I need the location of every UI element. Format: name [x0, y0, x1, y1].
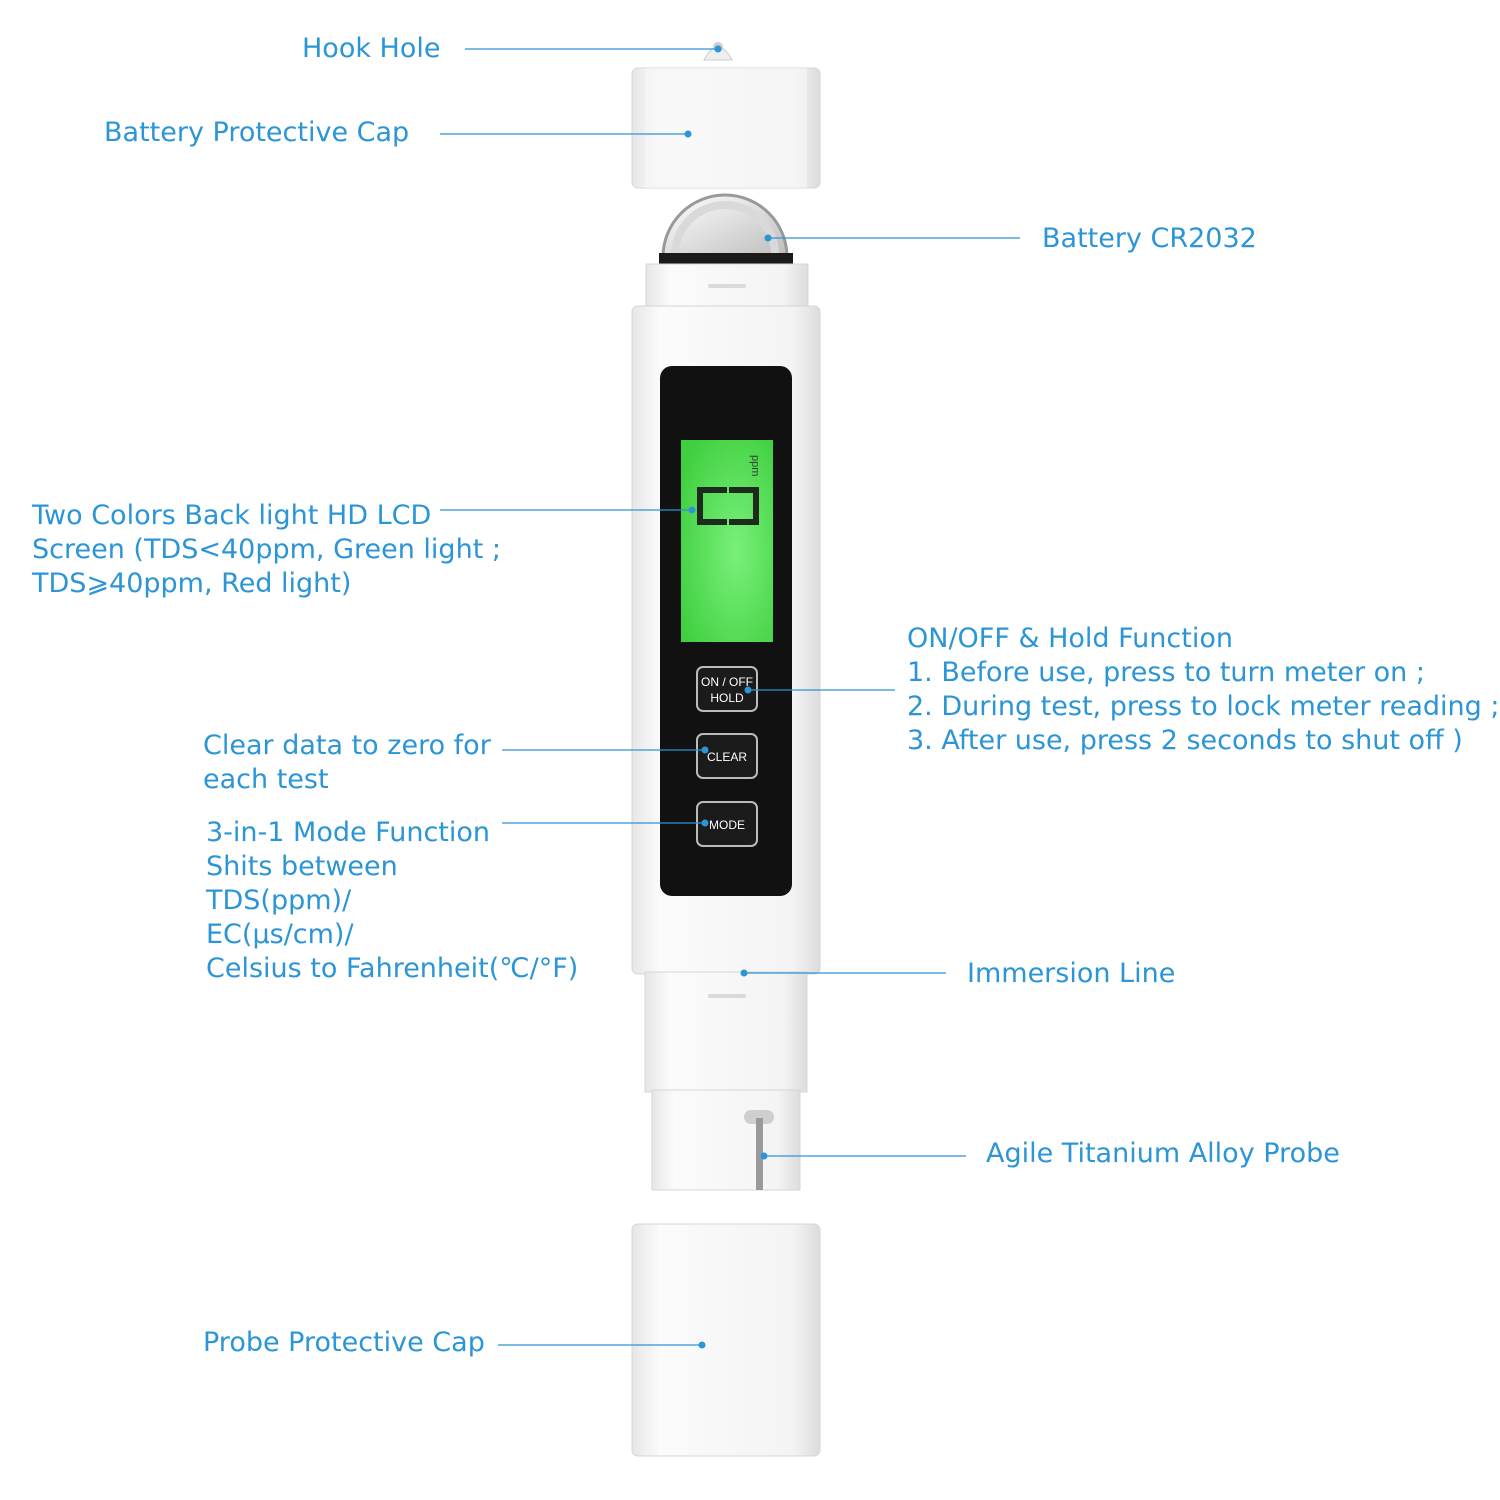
- lcd-label-line: TDS⩾40ppm, Red light): [32, 568, 352, 599]
- on-off-label-line: 1. Before use, press to turn meter on ;: [907, 657, 1425, 688]
- probe-protective-cap: [631, 1223, 821, 1457]
- mode-button[interactable]: MODE: [696, 801, 758, 847]
- lcd-label-line: Screen (TDS<40ppm, Green light ;: [32, 534, 501, 565]
- lcd-label-line: Two Colors Back light HD LCD: [32, 500, 432, 531]
- lower-neck: [644, 971, 808, 1093]
- on-off-label-line: 2. During test, press to lock meter read…: [907, 691, 1500, 722]
- battery-cap-label: Battery Protective Cap: [104, 117, 410, 148]
- clear-label-line: each test: [203, 764, 329, 795]
- immersion-line-label: Immersion Line: [967, 958, 1176, 989]
- clear-label: Clear data to zero for each test: [203, 729, 491, 797]
- svg-text:CLEAR: CLEAR: [707, 750, 747, 764]
- mode-label-line: EC(μs/cm)/: [206, 919, 354, 950]
- probe-cap-label: Probe Protective Cap: [203, 1327, 485, 1358]
- on-off-hold-button[interactable]: ON / OFF HOLD: [696, 666, 758, 712]
- mode-label-line: 3-in-1 Mode Function: [206, 817, 491, 848]
- svg-text:ON / OFF: ON / OFF: [701, 675, 753, 689]
- battery-cr2032: [659, 193, 793, 265]
- clear-label-line: Clear data to zero for: [203, 730, 491, 761]
- lcd-label: Two Colors Back light HD LCD Screen (TDS…: [32, 499, 501, 601]
- clear-button[interactable]: CLEAR: [696, 733, 758, 779]
- lcd-unit: ppm: [749, 455, 761, 476]
- meter-body: ppm ON / OFF HOLD CLEAR MODE: [631, 305, 821, 975]
- mode-label-line: TDS(ppm)/: [206, 885, 352, 916]
- hook-hole-label: Hook Hole: [302, 33, 441, 64]
- lcd-screen: [681, 440, 773, 642]
- svg-text:HOLD: HOLD: [710, 691, 744, 705]
- on-off-label-line: 3. After use, press 2 seconds to shut of…: [907, 725, 1463, 756]
- on-off-label: ON/OFF & Hold Function 1. Before use, pr…: [907, 622, 1499, 758]
- titanium-probe: [756, 1118, 763, 1190]
- probe-section: [651, 1089, 801, 1191]
- battery-protective-cap: [631, 42, 821, 189]
- lcd-digits: [697, 487, 759, 525]
- probe-label: Agile Titanium Alloy Probe: [986, 1138, 1340, 1169]
- mode-label-line: Shits between: [206, 851, 398, 882]
- mode-label-line: Celsius to Fahrenheit(℃/°F): [206, 953, 579, 984]
- battery-label: Battery CR2032: [1042, 223, 1257, 254]
- leader-lines: [440, 45, 1020, 1349]
- on-off-label-line: ON/OFF & Hold Function: [907, 623, 1233, 654]
- mode-label: 3-in-1 Mode Function Shits between TDS(p…: [206, 816, 578, 986]
- svg-text:MODE: MODE: [709, 818, 745, 832]
